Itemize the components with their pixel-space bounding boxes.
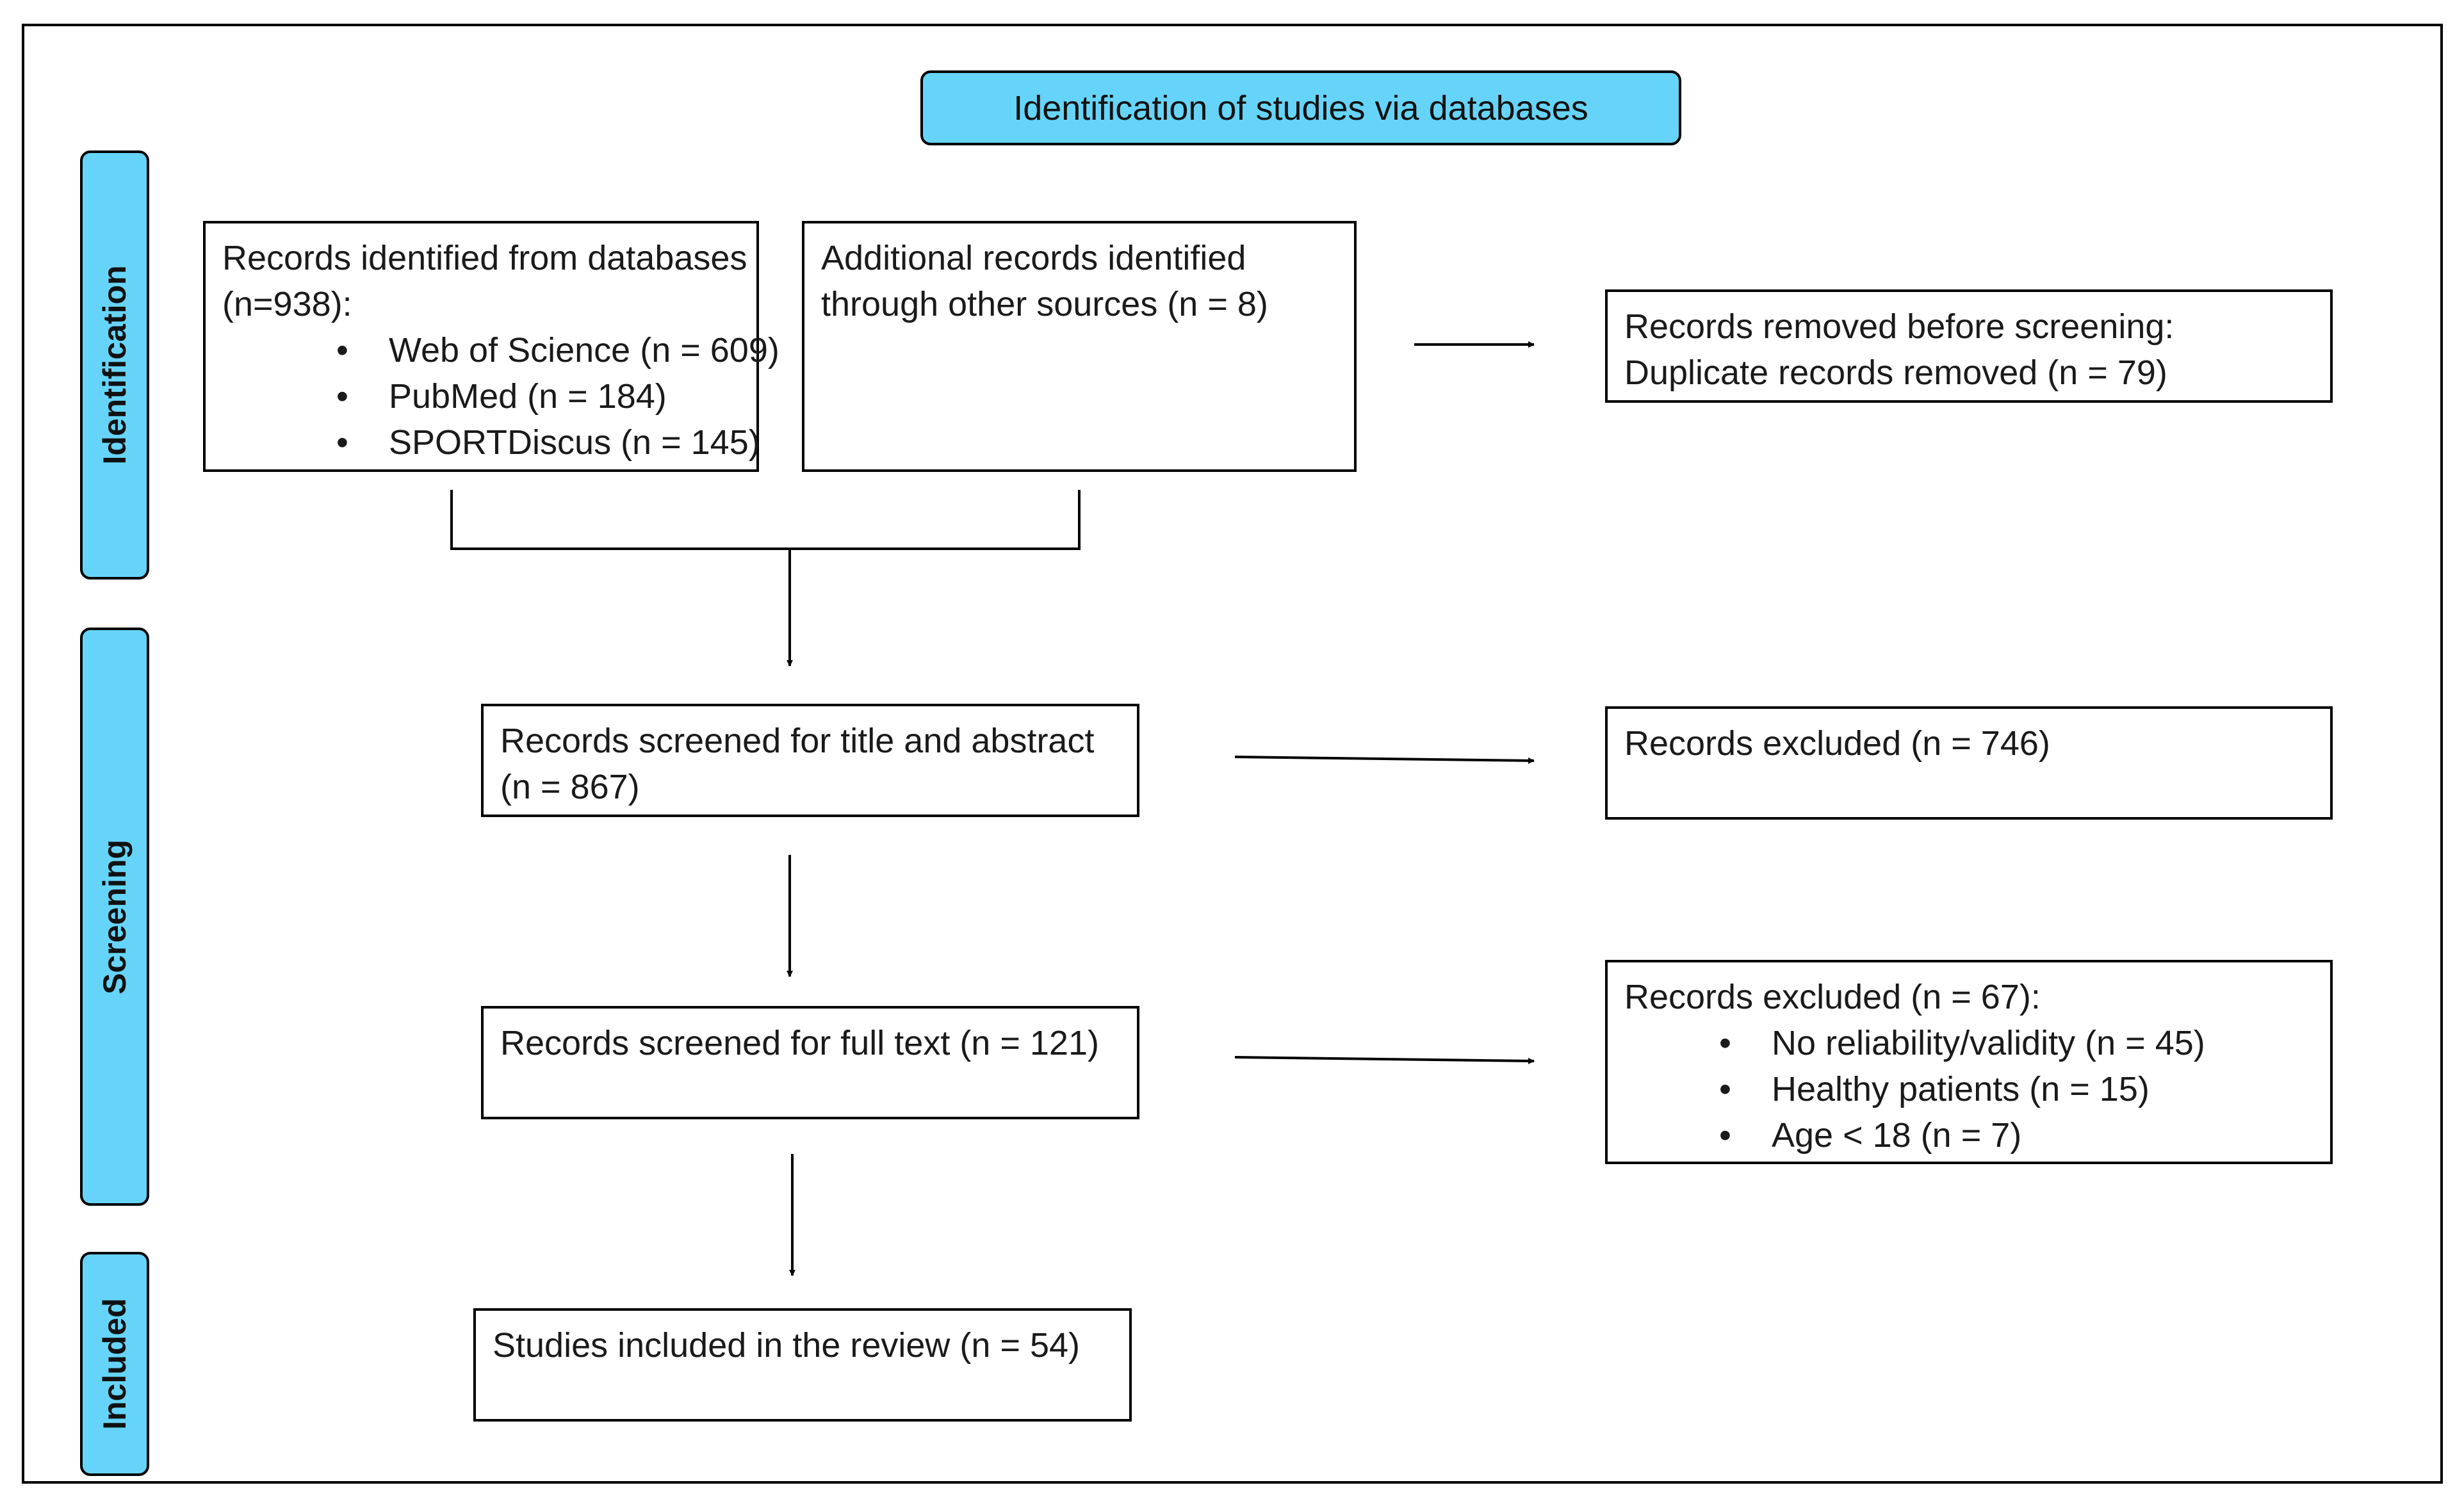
box-text-line: Records excluded (n = 746) [1624,724,2050,763]
diagram-frame [22,24,2443,1484]
box-text-line: through other sources (n = 8) [821,285,1268,323]
box-other-sources: Additional records identified through ot… [802,221,1357,472]
box-text-line: Additional records identified [821,239,1246,277]
box-text-line: (n = 867) [500,768,640,806]
box-text-line: Records screened for title and abstract [500,722,1095,760]
phase-included: Included [80,1252,149,1476]
box-text-line: Records screened for full text (n = 121) [500,1024,1099,1062]
box-included: Studies included in the review (n = 54) [473,1308,1132,1422]
box-screened-full: Records screened for full text (n = 121) [481,1006,1139,1119]
merge-connector [450,490,1081,550]
arrow-to-excluded-full [1234,1056,1535,1064]
box-text-line: Records excluded (n = 67): [1624,978,2041,1016]
phase-screening-label: Screening [97,839,133,994]
phase-screening: Screening [80,628,149,1206]
list-item: Healthy patients (n = 15) [1719,1066,2313,1112]
database-list: Web of Science (n = 609) PubMed (n = 184… [222,327,779,466]
header-title: Identification of studies via databases [1013,88,1588,127]
exclusion-list: No reliability/validity (n = 45) Healthy… [1624,1020,2313,1158]
box-text-line: Studies included in the review (n = 54) [493,1326,1081,1365]
list-item: Web of Science (n = 609) [336,327,779,373]
header-box: Identification of studies via databases [920,70,1681,145]
arrow-to-excluded-title [1234,756,1535,764]
box-text-line: Duplicate records removed (n = 79) [1624,353,2167,392]
box-text-line: (n=938): [222,285,352,323]
phase-included-label: Included [97,1298,133,1430]
list-item: No reliability/validity (n = 45) [1719,1020,2313,1066]
phase-identification-label: Identification [97,265,133,465]
box-removed: Records removed before screening: Duplic… [1605,289,2333,403]
box-screened-title: Records screened for title and abstract … [481,704,1139,817]
box-databases: Records identified from databases (n=938… [203,221,779,472]
box-excluded-full: Records excluded (n = 67): No reliabilit… [1605,960,2333,1164]
list-item: SPORTDiscus (n = 145) [336,419,760,466]
box-text-line: Records identified from databases [222,239,747,277]
phase-identification: Identification [80,150,149,580]
list-item: Age < 18 (n = 7) [1719,1112,2313,1158]
box-text-line: Records removed before screening: [1624,307,2174,346]
list-item: PubMed (n = 184) [336,373,740,419]
box-excluded-title: Records excluded (n = 746) [1605,706,2333,820]
